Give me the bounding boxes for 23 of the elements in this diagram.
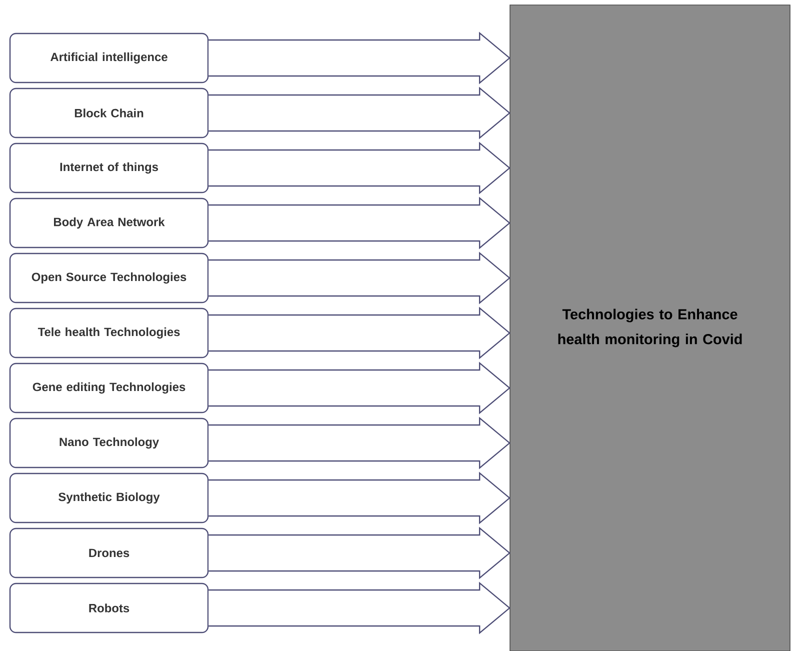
block-arrow xyxy=(208,196,511,250)
technology-box: Gene editing Technologies xyxy=(9,362,209,414)
block-arrow xyxy=(208,142,511,194)
block-arrow xyxy=(208,306,511,360)
block-arrow xyxy=(208,362,511,414)
technology-box: Open Source Technologies xyxy=(9,252,209,304)
block-arrow xyxy=(208,526,511,580)
technology-box: Artificial intelligence xyxy=(9,32,209,84)
block-arrow xyxy=(208,86,511,140)
technology-box: Block Chain xyxy=(9,88,209,138)
technology-box: Body Area Network xyxy=(9,198,209,248)
target-box: Technologies to Enhance health monitoring in Covid xyxy=(510,4,790,651)
technology-box: Tele health Technologies xyxy=(9,308,209,358)
block-arrow xyxy=(208,416,511,470)
block-arrow xyxy=(208,472,511,524)
technology-box: Nano Technology xyxy=(9,418,209,468)
block-arrow xyxy=(208,32,511,84)
block-arrow xyxy=(208,582,511,634)
block-arrow xyxy=(208,252,511,304)
technology-box: Internet of things xyxy=(9,142,209,194)
technology-box: Robots xyxy=(9,582,209,634)
technology-box: Synthetic Biology xyxy=(9,472,209,524)
technology-box: Drones xyxy=(9,528,209,578)
